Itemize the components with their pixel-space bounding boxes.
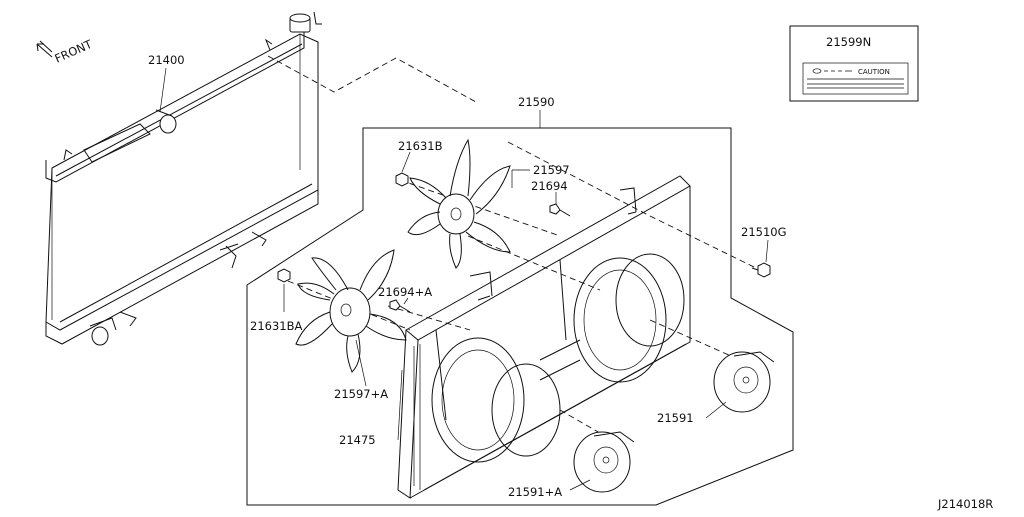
leader-lines [159,67,769,491]
part-label-bolt-upper: 21694 [531,179,568,193]
part-label-fan-blade-upper: 21597 [533,163,570,177]
nut-lower-icon [277,268,291,283]
front-label: FRONT [53,37,95,66]
fan-blade-upper [407,138,511,269]
part-label-fan-blade-lower: 21597+A [334,387,388,401]
caution-part-number: 21599N [826,35,871,49]
bolt-right-icon [751,262,771,278]
part-label-nut-lower: 21631BA [250,319,302,333]
shroud [397,175,691,499]
nut-upper-icon [395,172,409,187]
front-arrow-icon [36,40,53,58]
caution-label-box [789,25,919,102]
part-label-nut-upper: 21631B [398,139,443,153]
bolt-upper-icon [549,203,571,217]
part-label-fan-assembly: 21590 [518,95,555,109]
bolt-lower-icon [389,299,411,313]
drawing-code: J214018R [937,497,993,511]
motor-right [713,351,775,413]
motor-lower [573,431,635,493]
part-label-radiator: 21400 [148,53,185,67]
part-label-motor-right: 21591 [657,411,694,425]
caution-text: CAUTION [858,68,890,76]
part-label-motor-lower: 21591+A [508,485,562,499]
part-label-shroud: 21475 [339,433,376,447]
part-label-bolt-lower: 21694+A [378,285,432,299]
part-label-bolt-right: 21510G [741,225,787,239]
fan-assembly-outline [246,127,794,506]
fan-blade-lower [295,249,407,373]
radiator [45,11,322,346]
